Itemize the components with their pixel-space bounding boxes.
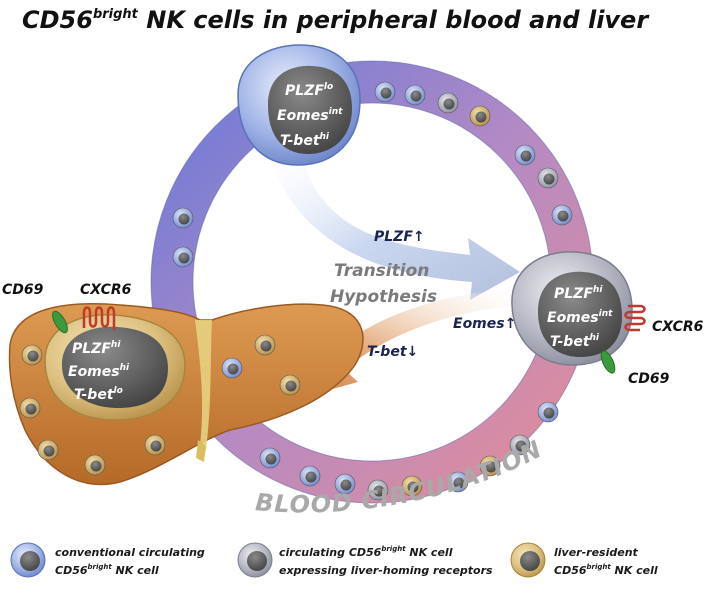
svg-text:Eomesint: Eomesint	[547, 309, 613, 326]
ring-mini-cell	[551, 204, 573, 226]
svg-text:PLZFlo: PLZFlo	[285, 82, 333, 99]
transition-label: Transition	[334, 261, 429, 281]
svg-text:Eomesint: Eomesint	[277, 107, 343, 124]
hypothesis-label: Hypothesis	[330, 287, 437, 307]
svg-text:expressing liver-homing recept: expressing liver-homing receptors	[279, 564, 493, 577]
svg-text:CD56bright NK cell: CD56bright NK cell	[55, 563, 159, 577]
ring-mini-cell	[404, 84, 426, 106]
svg-text:liver-resident: liver-resident	[554, 546, 639, 559]
ring-mini-cell	[514, 144, 536, 166]
liver-mini-cell	[37, 439, 59, 461]
legend-item-liver-resident: liver-resident CD56bright NK cell	[510, 542, 658, 578]
svg-text:CD56bright NK cell: CD56bright NK cell	[554, 563, 658, 577]
ring-mini-cell	[299, 465, 321, 487]
tbet-down-label: T-bet↓	[367, 344, 418, 360]
liver-mini-cell	[279, 374, 301, 396]
liver-mini-cell	[254, 334, 276, 356]
cxcr6-label-liver: CXCR6	[80, 282, 132, 298]
legend-item-liver-homing: circulating CD56bright NK cell expressin…	[237, 542, 493, 578]
svg-text:PLZFhi: PLZFhi	[72, 340, 121, 357]
ring-mini-cell	[537, 167, 559, 189]
cxcr6-label-right: CXCR6	[652, 319, 704, 335]
legend-item-conventional: conventional circulating CD56bright NK c…	[10, 542, 205, 578]
cd69-receptor-right	[600, 350, 616, 374]
svg-text:Eomeshi: Eomeshi	[68, 363, 130, 380]
liver-mini-cell	[221, 357, 243, 379]
cd69-label-right: CD69	[628, 371, 670, 387]
plzf-up-label: PLZF↑	[374, 229, 425, 245]
liver-resident-cell: PLZFhi Eomeshi T-betlo	[44, 313, 186, 421]
svg-text:T-betlo: T-betlo	[74, 386, 123, 403]
svg-text:PLZFhi: PLZFhi	[554, 285, 603, 302]
ring-mini-cell	[259, 447, 281, 469]
liver-mini-cell	[144, 434, 166, 456]
liver-mini-cell	[19, 397, 41, 419]
eomes-up-label: Eomes↑	[453, 316, 516, 332]
cxcr6-receptor-liver	[82, 306, 116, 330]
ring-mini-cell	[172, 207, 194, 229]
ring-mini-cell	[469, 105, 491, 127]
diagram-title: CD56bright NK cells in peripheral blood …	[22, 6, 650, 34]
liver-mini-cell	[84, 454, 106, 476]
ring-mini-cell	[447, 471, 469, 493]
svg-text:circulating CD56bright NK cell: circulating CD56bright NK cell	[279, 545, 453, 559]
ring-mini-cell	[437, 92, 459, 114]
legend: conventional circulating CD56bright NK c…	[10, 542, 658, 578]
svg-text:conventional circulating: conventional circulating	[55, 546, 205, 559]
ring-mini-cell	[401, 475, 423, 497]
cd69-receptor-liver	[52, 310, 68, 334]
ring-mini-cell	[172, 246, 194, 268]
ring-mini-cell	[479, 455, 501, 477]
cxcr6-receptor-right	[624, 304, 646, 332]
svg-text:T-bethi: T-bethi	[280, 132, 330, 149]
svg-text:T-bethi: T-bethi	[550, 333, 600, 350]
liver-mini-cells	[19, 334, 301, 476]
liver-homing-circulating-cell: PLZFhi Eomesint T-bethi	[511, 251, 633, 366]
ring-mini-cell	[537, 401, 559, 423]
ring-mini-cell	[509, 434, 531, 456]
ring-mini-cell	[374, 81, 396, 103]
ring-mini-cell	[334, 473, 356, 495]
plzf-transition-arrow	[270, 150, 520, 300]
liver-mini-cell	[21, 344, 43, 366]
conventional-circulating-cell: PLZFlo Eomesint T-bethi	[237, 44, 361, 166]
ring-mini-cell	[367, 479, 389, 501]
cd69-label-liver: CD69	[2, 282, 44, 298]
